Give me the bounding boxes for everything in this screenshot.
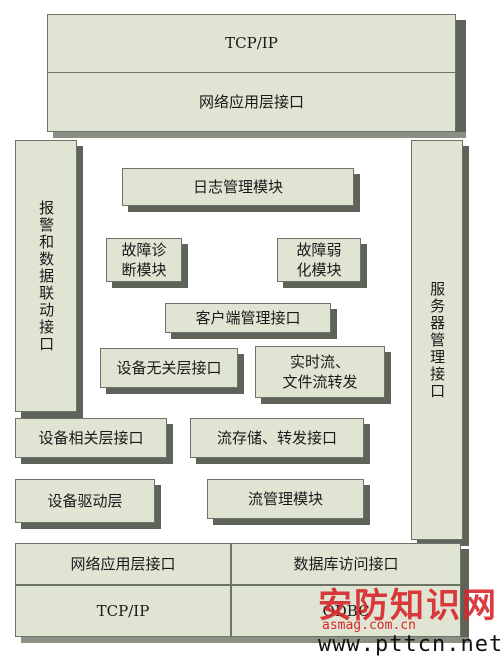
- stream-management-module-label: 流管理模块: [247, 489, 323, 508]
- device-independent-interface-block: 设备无关层接口: [100, 348, 238, 388]
- log-management-module-label: 日志管理模块: [192, 177, 283, 196]
- client-management-interface-block: 客户端管理接口: [165, 303, 331, 333]
- alarm-linkage-interface-block: 报警和数据联动接口: [15, 140, 77, 412]
- bottom-stack-bottom-shade: [21, 637, 469, 643]
- database-access-interface-block: 数据库访问接口: [231, 543, 461, 585]
- stream-management-module-block: 流管理模块: [207, 479, 364, 519]
- odbc-label: ODBC: [322, 601, 370, 620]
- bottom-tcpip-label: TCP/IP: [96, 601, 150, 620]
- watermark-url-asmag: asmag.com.cn: [322, 618, 416, 633]
- odbc-block: ODBC: [231, 585, 461, 637]
- device-dependent-interface-label: 设备相关层接口: [38, 428, 144, 447]
- device-driver-layer-label: 设备驱动层: [47, 491, 123, 510]
- bottom-network-app-label: 网络应用层接口: [70, 554, 176, 573]
- top-stack-bottom-shade: [53, 132, 466, 138]
- device-independent-interface-label: 设备无关层接口: [116, 358, 222, 377]
- top-tcpip-block: TCP/IP: [47, 14, 456, 72]
- watermark-brand: 安防知识网: [318, 586, 498, 626]
- device-dependent-interface-block: 设备相关层接口: [15, 418, 167, 458]
- top-network-app-label: 网络应用层接口: [198, 92, 304, 111]
- fault-diagnosis-module-block: 故障诊 断模块: [106, 238, 182, 282]
- stream-storage-forward-interface-block: 流存储、转发接口: [190, 418, 364, 458]
- client-management-interface-label: 客户端管理接口: [195, 308, 301, 327]
- database-access-interface-label: 数据库访问接口: [293, 554, 399, 573]
- bottom-stack-shade: [461, 549, 469, 643]
- realtime-file-stream-forward-label: 实时流、 文件流转发: [282, 352, 358, 391]
- realtime-file-stream-forward-block: 实时流、 文件流转发: [255, 346, 385, 398]
- fault-weaken-module-label: 故障弱 化模块: [296, 240, 342, 279]
- bottom-network-app-block: 网络应用层接口: [15, 543, 231, 585]
- device-driver-layer-block: 设备驱动层: [15, 479, 155, 523]
- server-management-interface-block: 服务器管理接口: [411, 140, 463, 540]
- log-management-module-block: 日志管理模块: [122, 168, 354, 206]
- alarm-linkage-interface-label: 报警和数据联动接口: [37, 199, 56, 353]
- fault-weaken-module-block: 故障弱 化模块: [277, 238, 361, 282]
- bottom-tcpip-block: TCP/IP: [15, 585, 231, 637]
- top-tcpip-label: TCP/IP: [225, 34, 278, 53]
- top-stack-shade: [456, 20, 466, 138]
- watermark-url-pttcn: www.pttcn.net: [318, 632, 500, 657]
- stream-storage-forward-interface-label: 流存储、转发接口: [216, 428, 337, 447]
- top-network-app-block: 网络应用层接口: [47, 72, 456, 132]
- server-management-interface-label: 服务器管理接口: [428, 280, 447, 400]
- fault-diagnosis-module-label: 故障诊 断模块: [121, 240, 167, 279]
